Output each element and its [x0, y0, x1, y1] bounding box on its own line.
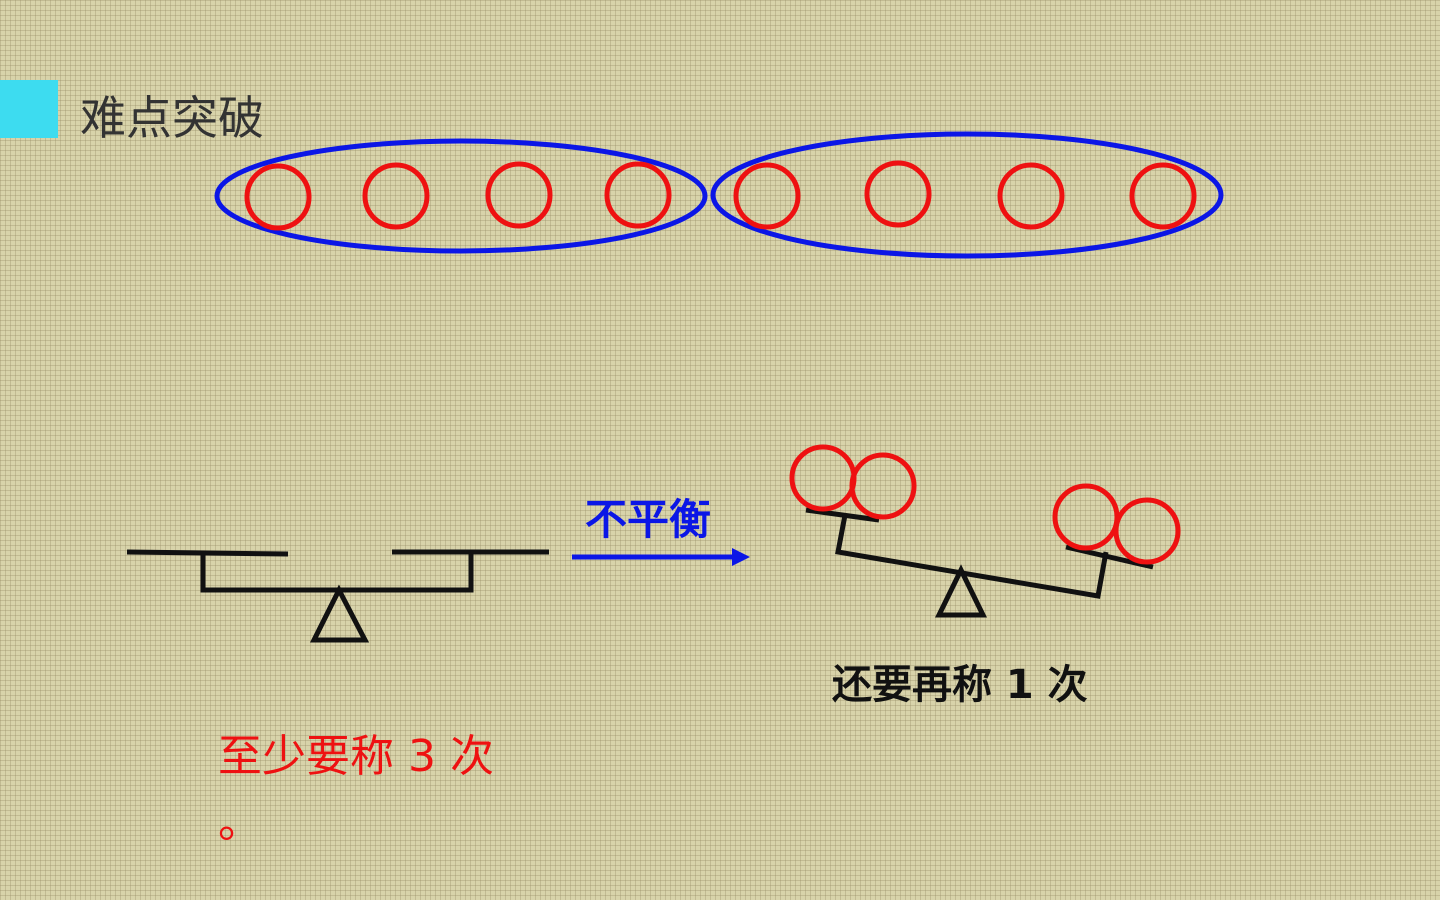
ball [1113, 497, 1181, 565]
group-outline-right [710, 131, 1224, 259]
ball [1052, 483, 1120, 551]
ball [244, 163, 312, 231]
ball [849, 452, 917, 520]
balance-scale-level-icon [126, 549, 549, 643]
title-accent-marker [0, 80, 58, 138]
ball-group-right [710, 131, 1224, 259]
weigh-again-label: 还要再称 1 次 [832, 662, 1088, 708]
ball-group-left [214, 138, 708, 254]
at-least-text: 至少要称 3 次 [218, 731, 494, 782]
pan-balls-left [789, 444, 917, 520]
ball [864, 160, 932, 228]
ball [789, 444, 857, 512]
unbalanced-label: 不平衡 [585, 495, 712, 544]
ball [1129, 162, 1197, 230]
ball [604, 161, 672, 229]
at-least-period: 。 [218, 797, 262, 848]
group-outline-left [214, 138, 708, 254]
slide-title: 难点突破 [80, 91, 264, 145]
at-least-label: 至少要称 3 次 。 [218, 724, 538, 856]
right-arrow-icon [572, 548, 750, 566]
ball [362, 162, 430, 230]
ball [733, 162, 801, 230]
pan-balls-right [1052, 483, 1181, 565]
balance-scale-tilted-icon [805, 507, 1154, 618]
ball [485, 161, 553, 229]
ball [997, 162, 1065, 230]
